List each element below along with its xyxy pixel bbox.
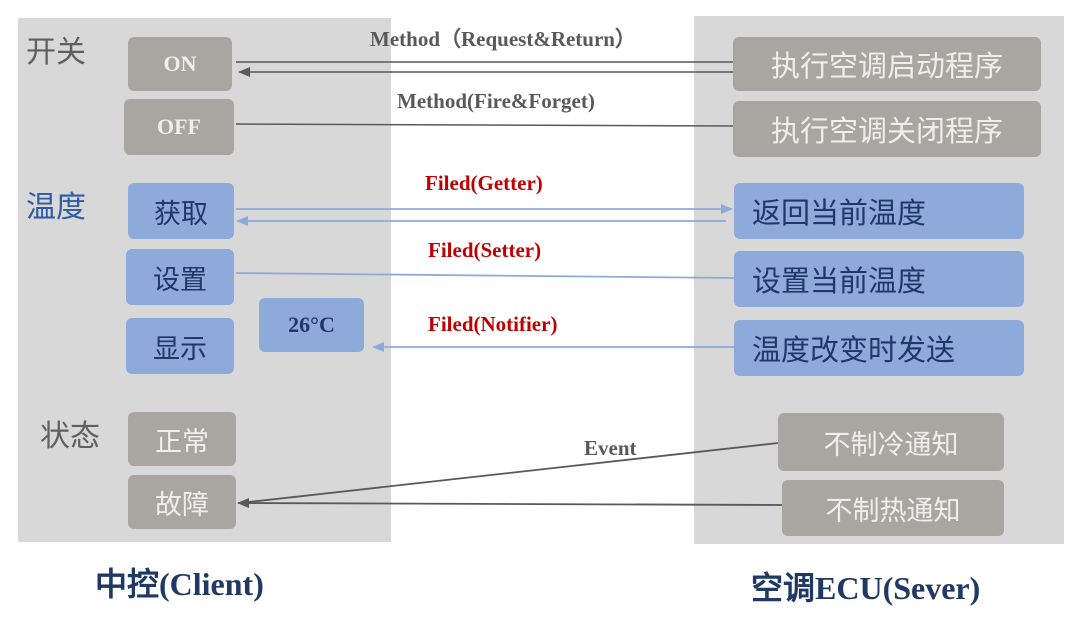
group-label-status: 状态 xyxy=(40,420,100,453)
status-normal-indicator: 正常 xyxy=(128,412,236,466)
status-fault-indicator: 故障 xyxy=(128,475,236,529)
setter-line xyxy=(235,272,735,279)
label-field-getter: Filed(Getter) xyxy=(425,171,543,195)
server-set-temperature: 设置当前温度 xyxy=(734,251,1024,307)
server-return-temperature: 返回当前温度 xyxy=(734,183,1024,239)
off-button[interactable]: OFF xyxy=(124,99,234,155)
get-temperature-button[interactable]: 获取 xyxy=(128,183,234,239)
label-method-fire-forget: Method(Fire&Forget) xyxy=(397,89,595,113)
label-field-setter: Filed(Setter) xyxy=(428,238,542,262)
label-method-request-return: Method（Request&Return） xyxy=(370,27,636,51)
client-footer-label: 中控(Client) xyxy=(95,566,264,602)
server-footer-label: 空调ECU(Sever) xyxy=(751,570,981,606)
getter-lines xyxy=(236,204,733,226)
server-start-procedure: 执行空调启动程序 xyxy=(733,37,1041,91)
server-no-heating-notice: 不制热通知 xyxy=(782,480,1004,536)
set-temperature-button[interactable]: 设置 xyxy=(126,249,234,305)
method-request-return-lines xyxy=(236,61,733,77)
server-stop-procedure: 执行空调关闭程序 xyxy=(733,101,1041,157)
event-arrows xyxy=(237,442,783,509)
group-label-temperature: 温度 xyxy=(26,191,86,224)
group-label-switch: 开关 xyxy=(26,36,86,69)
method-fire-forget-line xyxy=(235,123,734,127)
on-button[interactable]: ON xyxy=(128,37,232,91)
display-temperature-button[interactable]: 显示 xyxy=(126,318,234,374)
temperature-value-display: 26°C xyxy=(259,298,364,352)
label-event: Event xyxy=(584,436,637,460)
server-no-cooling-notice: 不制冷通知 xyxy=(778,413,1004,471)
server-send-on-change: 温度改变时发送 xyxy=(734,320,1024,376)
label-field-notifier: Filed(Notifier) xyxy=(428,312,558,336)
